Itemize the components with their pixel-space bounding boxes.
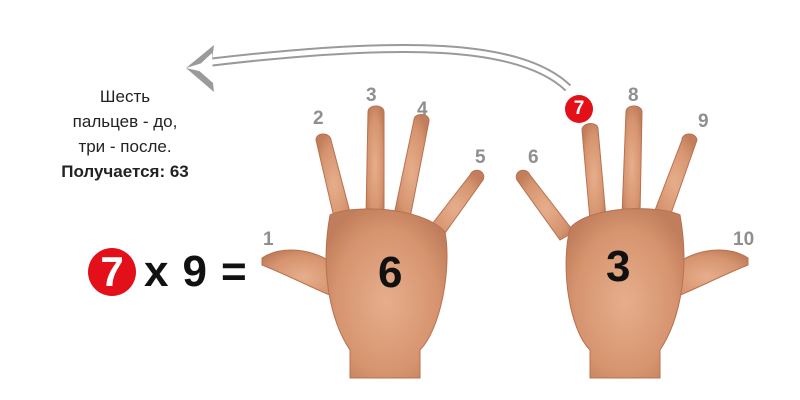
finger-label-3: 3 [366,85,377,106]
explanation-caption: Шесть пальцев - до, три - после. Получае… [40,84,210,184]
right-palm-count: 3 [606,242,631,291]
finger-label-7-badge: 7 [565,95,593,123]
curved-arrow-icon [186,43,572,92]
multiplicand: 9 [182,247,207,296]
right-hand-image [515,105,749,379]
finger-label-1: 1 [263,229,274,250]
finger-label-4: 4 [417,99,428,120]
finger-label-6: 6 [528,147,539,168]
finger-label-5: 5 [475,147,486,168]
multiplier-badge: 7 [88,248,136,296]
finger-label-10: 10 [733,229,755,250]
left-hand-image [261,105,485,379]
finger-label-9: 9 [698,111,709,132]
times-sign: x [144,247,169,296]
equals-sign: = [220,247,247,296]
finger-label-8: 8 [628,85,639,106]
caption-line-2: пальцев - до, [72,112,178,131]
equation: 7 x 9 = [88,244,261,300]
caption-line-1: Шесть [99,87,151,106]
left-palm-count: 6 [378,248,403,297]
caption-line-3: три - после. [78,137,172,156]
finger-label-2: 2 [313,108,324,129]
caption-result: Получается: 63 [61,162,189,181]
